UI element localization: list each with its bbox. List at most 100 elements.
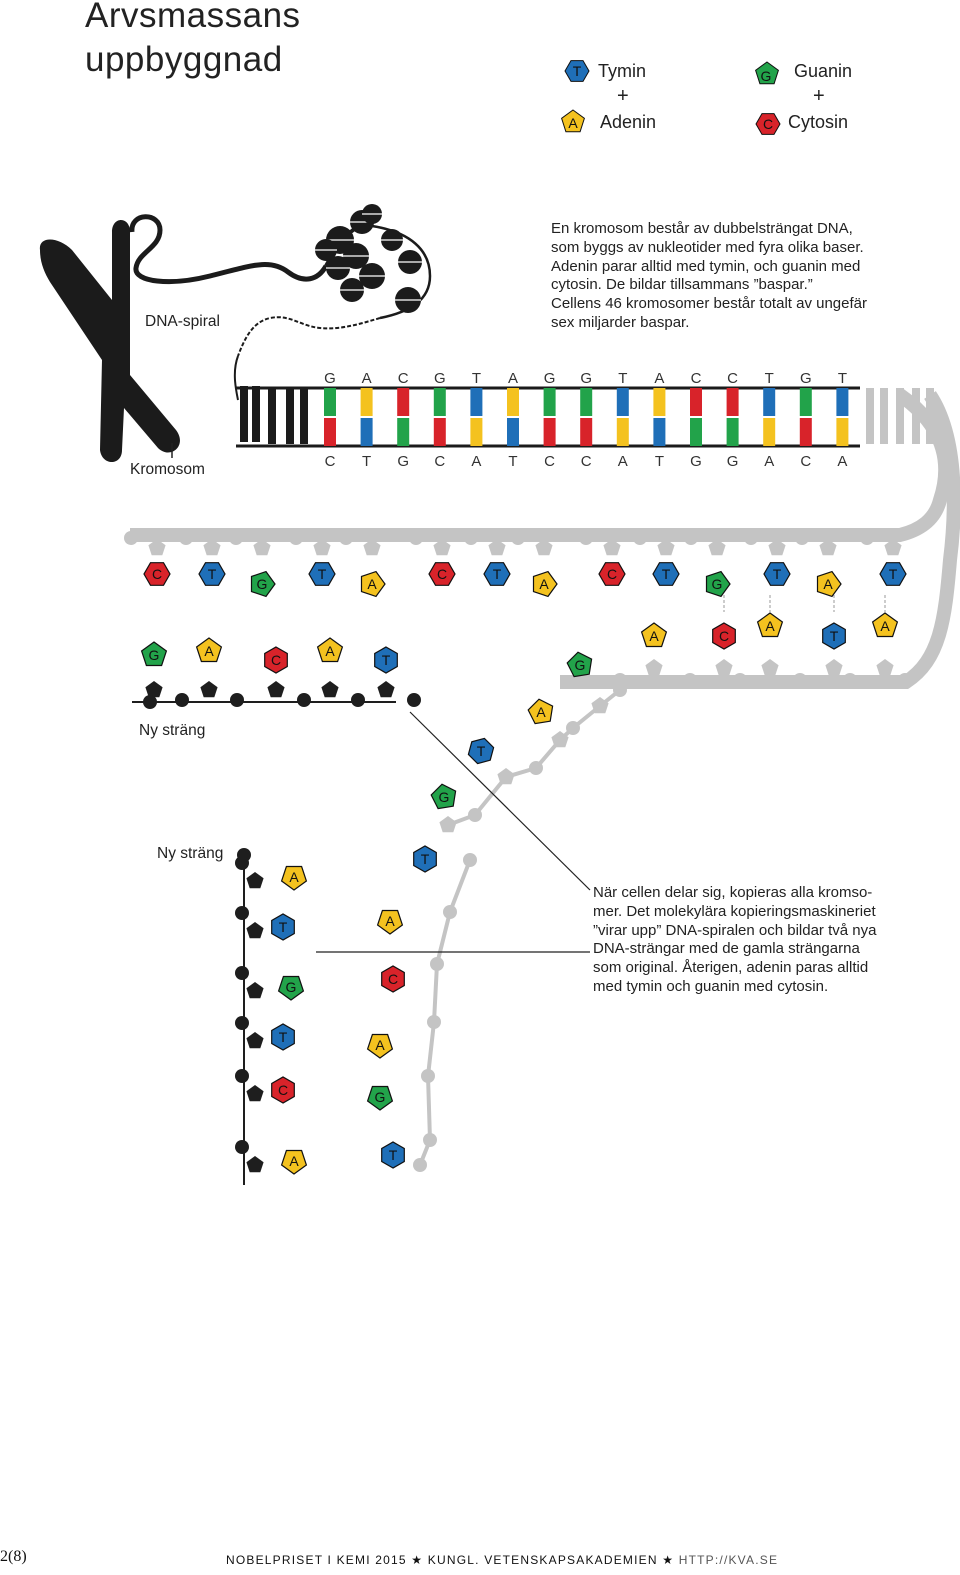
cytosine-base	[324, 418, 336, 446]
footer: NOBELPRISET I KEMI 2015 ★ KUNGL. VETENSK…	[226, 1553, 778, 1567]
legend-pair1-icons: T A	[561, 60, 590, 133]
phosphate-unit	[230, 693, 244, 707]
cytosine-nucleotide: C	[381, 965, 405, 993]
svg-text:G: G	[575, 657, 586, 673]
svg-text:C: C	[271, 652, 281, 668]
guanine-nucleotide: G	[366, 1085, 394, 1111]
thymine-base	[470, 388, 483, 416]
sugar-unit	[313, 539, 331, 556]
nucleosome-bead	[315, 239, 337, 261]
base-pair	[690, 388, 702, 446]
bottom-strand-letter: A	[837, 453, 847, 470]
nucleosome-bead	[326, 256, 350, 280]
phosphate-unit	[468, 808, 482, 822]
adenine-nucleotide: A	[640, 622, 668, 648]
phosphate-unit	[683, 673, 697, 687]
adenine-nucleotide: A	[280, 865, 308, 891]
bottom-strand-letter: G	[690, 453, 702, 470]
bottom-strand-letter: C	[434, 453, 445, 470]
nucleosome-beads	[315, 204, 422, 313]
legend-pair2-icons: G C	[755, 61, 781, 135]
base-pair	[324, 388, 336, 446]
svg-text:A: A	[539, 576, 549, 592]
svg-text:A: A	[536, 704, 546, 720]
phosphate-unit	[339, 531, 353, 545]
bottom-strand-letter: C	[581, 453, 592, 470]
cytosine-base	[690, 388, 702, 416]
svg-text:C: C	[278, 1082, 288, 1098]
adenine-base	[360, 388, 373, 416]
top-strand-letter: G	[580, 370, 592, 387]
sugar-unit	[708, 539, 726, 556]
bottom-strand-letter: C	[325, 453, 336, 470]
bottom-strand-letter: T	[655, 453, 664, 470]
adenine-base	[507, 388, 519, 416]
svg-text:C: C	[152, 566, 162, 582]
sugar-unit	[377, 681, 395, 698]
svg-text:G: G	[257, 576, 268, 592]
helix-rung	[300, 388, 308, 444]
svg-text:G: G	[439, 789, 450, 805]
helix-rung	[252, 386, 260, 442]
legend-pair1-plus: +	[617, 85, 629, 107]
phosphate-unit	[237, 848, 251, 862]
legend-guanine-label: Guanin	[794, 61, 853, 81]
cytosine-base	[580, 418, 593, 446]
top-strand-letter: A	[362, 370, 372, 387]
thymine-nucleotide: T	[652, 562, 680, 586]
base-pair	[616, 388, 629, 446]
svg-text:T: T	[830, 628, 839, 644]
intro-text: En kromosom består av dubbelsträngat DNA…	[551, 220, 867, 331]
svg-text:G: G	[712, 576, 723, 592]
top-strand-letter: A	[508, 370, 518, 387]
phosphate-unit	[633, 531, 647, 545]
phosphate-unit	[464, 531, 478, 545]
phosphate-unit	[733, 673, 747, 687]
svg-text:A: A	[649, 628, 659, 644]
thymine-nucleotide: T	[822, 622, 846, 650]
top-strand-letter: G	[434, 370, 446, 387]
svg-text:A: A	[289, 1153, 299, 1169]
svg-text:C: C	[388, 971, 398, 987]
sugar-unit	[148, 539, 166, 556]
bottom-strand-letter: C	[800, 453, 811, 470]
thymine-nucleotide: T	[198, 562, 226, 586]
thymine-nucleotide: T	[467, 737, 495, 765]
thymine-base	[616, 388, 629, 416]
base-pair	[397, 388, 410, 446]
helix-rung	[240, 386, 248, 442]
cytosine-nucleotide: C	[143, 562, 171, 586]
adenine-base	[653, 388, 666, 416]
cytosine-nucleotide: C	[271, 1076, 295, 1104]
guanine-nucleotide: G	[277, 975, 305, 1001]
sugar-unit	[246, 1156, 264, 1173]
guanine-nucleotide: G	[566, 651, 593, 678]
thymine-nucleotide: T	[483, 562, 511, 586]
base-pair	[470, 388, 483, 446]
phosphate-unit	[124, 531, 138, 545]
phosphate-unit	[427, 1015, 441, 1029]
sugar-unit	[246, 872, 264, 889]
phosphate-unit	[860, 531, 874, 545]
phosphate-unit	[898, 673, 912, 687]
sugar-unit	[246, 982, 264, 999]
svg-text:T: T	[889, 566, 898, 582]
top-strand-letter: A	[654, 370, 664, 387]
phosphate-unit	[443, 905, 457, 919]
page-title: Arvsmassans uppbyggnad	[85, 0, 301, 82]
thymine-base	[360, 418, 373, 446]
cytosine-nucleotide: C	[712, 622, 736, 650]
sugar-unit	[439, 816, 457, 833]
adenine-nucleotide: A	[527, 698, 554, 725]
sugar-unit	[200, 681, 218, 698]
top-strand-letter: T	[765, 370, 774, 387]
sugar-unit	[246, 1032, 264, 1049]
adenine-nucleotide: A	[360, 570, 386, 598]
sugar-unit	[876, 659, 894, 676]
adenine-nucleotide: A	[280, 1149, 308, 1175]
svg-text:C: C	[437, 566, 447, 582]
legend-cytosine-label: Cytosin	[788, 112, 849, 132]
thymine-base	[507, 418, 519, 446]
phosphate-unit	[566, 721, 580, 735]
thymine-nucleotide: T	[374, 646, 398, 674]
